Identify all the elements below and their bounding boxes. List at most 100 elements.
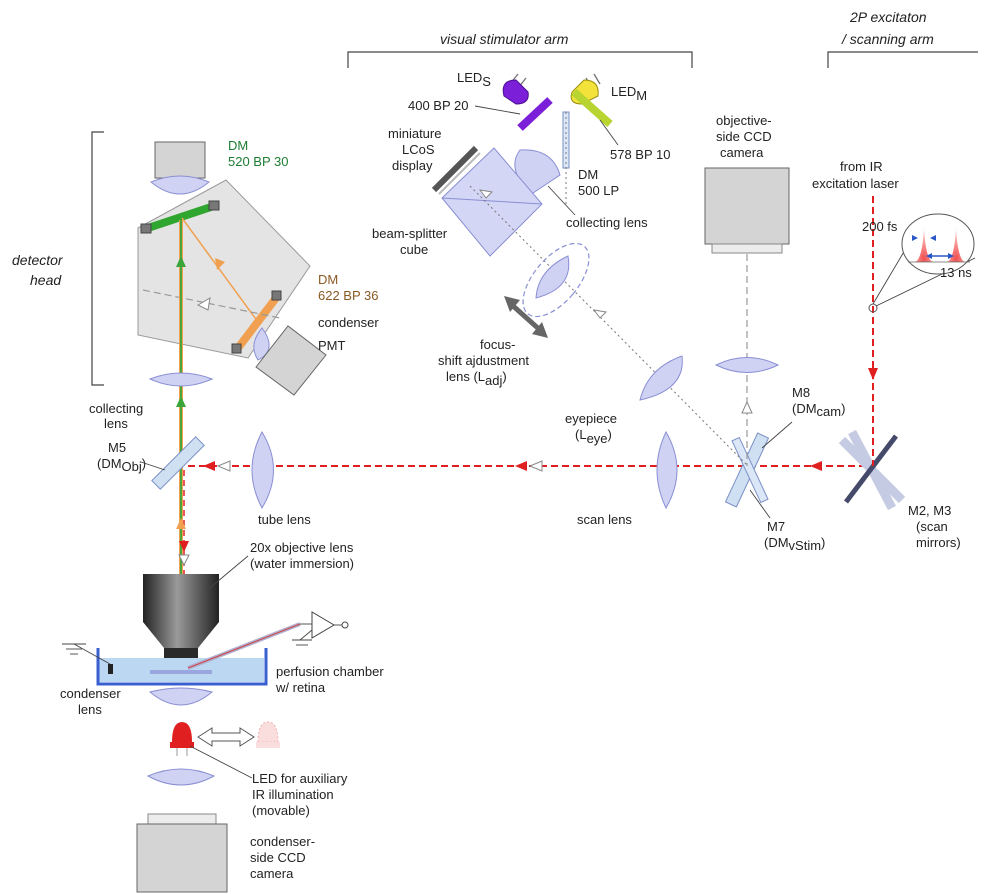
pulse-peak-1 xyxy=(914,228,934,262)
recording-electrode-core xyxy=(187,623,301,669)
bottom-lens xyxy=(146,768,216,786)
filter-578-label: 578 BP 10 xyxy=(610,147,670,162)
visual-stimulator-arm-bracket xyxy=(347,51,693,68)
ir-led xyxy=(170,722,194,756)
focus-label-2: shift ajdustment xyxy=(438,353,529,368)
laser-arrow-1 xyxy=(810,461,822,471)
pulse-width-arrow xyxy=(912,235,918,241)
detector-head-bracket xyxy=(91,131,104,386)
objective-body xyxy=(143,574,219,622)
pmt-box xyxy=(255,325,327,396)
ground-wire-left xyxy=(73,643,111,665)
top-detector-lens xyxy=(150,175,210,195)
objective-leader xyxy=(204,555,249,593)
eyepiece-lens xyxy=(639,355,683,401)
objective-label-2: (water immersion) xyxy=(250,556,354,571)
beam-arrow-green-1 xyxy=(176,256,186,267)
dm-622-holder-bottom xyxy=(231,343,242,354)
focus-move-arrow xyxy=(510,303,542,332)
m5-leader xyxy=(140,461,166,471)
eyepiece-label-1: eyepiece xyxy=(565,411,617,426)
led-ir-label-3: (movable) xyxy=(252,803,310,818)
objective-ccd-base xyxy=(711,243,783,254)
m5-label-1: M5 xyxy=(108,440,126,455)
led-ir-label-2: IR illumination xyxy=(252,787,334,802)
dm-622-label-1: DM xyxy=(318,272,338,287)
cond-ccd-label-2: side CCD xyxy=(250,850,306,865)
led-s xyxy=(502,73,529,105)
pmt-condenser-lens xyxy=(253,327,270,361)
tube-lens xyxy=(251,430,274,510)
ir-laser-arrow xyxy=(868,368,878,380)
led-move-arrow xyxy=(197,727,255,747)
collecting-lens-top-label: collecting lens xyxy=(566,215,648,230)
dm-500-label-2: 500 LP xyxy=(578,183,619,198)
pulse-200fs-label: 200 fs xyxy=(862,219,898,234)
m2-m3-label-2: (scan xyxy=(916,519,948,534)
beam-arrow-grey-down xyxy=(178,554,190,567)
orange-beam-diagonal xyxy=(181,217,259,323)
beam-arrow-laser-down xyxy=(179,541,189,552)
camera-path-arrow xyxy=(741,400,753,414)
dm-520-filter xyxy=(146,202,216,232)
condenser-ccd-top xyxy=(147,813,217,825)
perfusion-label-2: w/ retina xyxy=(275,680,326,695)
cond-ccd-label-3: camera xyxy=(250,866,294,881)
focus-move-arrow-head-2 xyxy=(532,322,548,338)
amplifier-terminal xyxy=(341,621,349,629)
perfusion-label-1: perfusion chamber xyxy=(276,664,384,679)
objective-ccd-label-3: camera xyxy=(720,145,764,160)
ir-laser-label-2: excitation laser xyxy=(812,176,899,191)
m2-m3-label-3: mirrors) xyxy=(916,535,961,550)
beam-splitter-diagonal xyxy=(441,197,543,205)
ir-laser-label-1: from IR xyxy=(840,159,883,174)
detector-head-label-2: head xyxy=(30,272,62,288)
m7-label-1: M7 xyxy=(767,519,785,534)
led-ir-leader xyxy=(189,745,253,779)
dm-520-label-2: 520 BP 30 xyxy=(228,154,288,169)
collecting-lens-left xyxy=(148,372,214,387)
m7-label-2: (DMvStim) xyxy=(764,535,825,553)
beam-arrow-orange-1 xyxy=(176,518,186,529)
cond-ccd-label-1: condenser- xyxy=(250,834,315,849)
stim-arrow-2 xyxy=(592,309,608,319)
filter-400 xyxy=(517,97,553,131)
led-ir-label-1: LED for auxiliary xyxy=(252,771,348,786)
scan-mirror-main xyxy=(844,434,898,504)
pulse-zoom-line-1 xyxy=(872,249,906,305)
eyepiece-label-2: (Leye) xyxy=(575,427,612,446)
retina-sample xyxy=(150,670,212,674)
pulse-arrow-l xyxy=(926,253,932,259)
condenser-lens xyxy=(148,687,214,706)
beam-splitter-label-1: beam-splitter xyxy=(372,226,448,241)
orange-beam-arrow xyxy=(215,258,225,270)
filter-400-leader xyxy=(474,105,521,115)
condenser-lens-label-2: lens xyxy=(78,702,102,717)
ground-electrode xyxy=(108,664,113,674)
condenser-lens-label-1: condenser xyxy=(60,686,121,701)
objective-tip-end xyxy=(164,648,198,658)
focus-label-3: lens (Ladj) xyxy=(446,369,507,388)
pulse-13ns-label: 13 ns xyxy=(940,265,972,280)
focus-move-arrow-head-1 xyxy=(504,296,520,312)
m8-dichroic xyxy=(731,436,769,504)
objective-ccd-label-2: side CCD xyxy=(716,129,772,144)
excitation-arm-bracket xyxy=(827,51,978,68)
lcos-display xyxy=(431,145,479,193)
grey-arrow-2 xyxy=(216,460,231,472)
lcos-label-3: display xyxy=(392,158,433,173)
camera-lens xyxy=(714,357,780,373)
collecting-lens-top-leader xyxy=(547,185,576,216)
laser-arrow-3 xyxy=(203,461,215,471)
pmt-label: PMT xyxy=(318,338,346,353)
detector-head-label-1: detector xyxy=(12,252,64,268)
m8-label-1: M8 xyxy=(792,385,810,400)
focus-shift-lens xyxy=(535,255,570,299)
pulse-width-arrow-2 xyxy=(930,235,936,241)
filter-578 xyxy=(571,89,613,127)
dm-500-label-1: DM xyxy=(578,167,598,182)
scan-lens-label: scan lens xyxy=(577,512,632,527)
excitation-arm-label-2: / scanning arm xyxy=(841,31,934,47)
detector-internal-arrow xyxy=(196,297,211,311)
